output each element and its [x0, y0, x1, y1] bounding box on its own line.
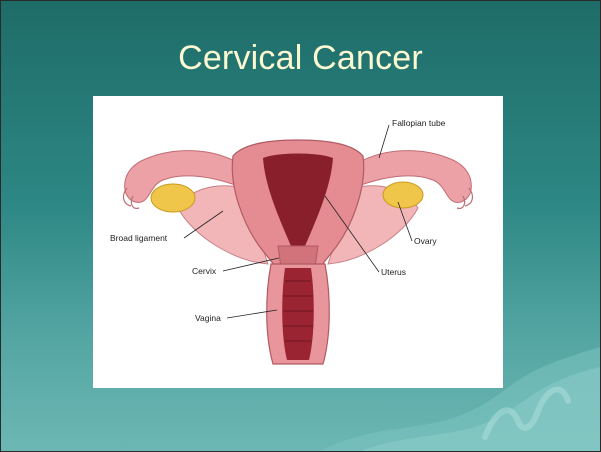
left-ovary	[151, 184, 195, 212]
label-fallopian-tube: Fallopian tube	[392, 118, 446, 128]
right-ovary	[383, 182, 423, 208]
label-vagina: Vagina	[195, 313, 221, 323]
label-cervix: Cervix	[192, 266, 217, 276]
label-ovary: Ovary	[414, 236, 437, 246]
vaginal-canal	[282, 268, 314, 360]
slide-title: Cervical Cancer	[1, 39, 600, 78]
uterus-anatomy-diagram: Fallopian tube Broad ligament Ovary Cerv…	[93, 96, 503, 388]
anatomy-diagram-panel: Fallopian tube Broad ligament Ovary Cerv…	[93, 96, 503, 388]
label-broad-ligament: Broad ligament	[110, 233, 168, 243]
label-uterus: Uterus	[381, 267, 406, 277]
